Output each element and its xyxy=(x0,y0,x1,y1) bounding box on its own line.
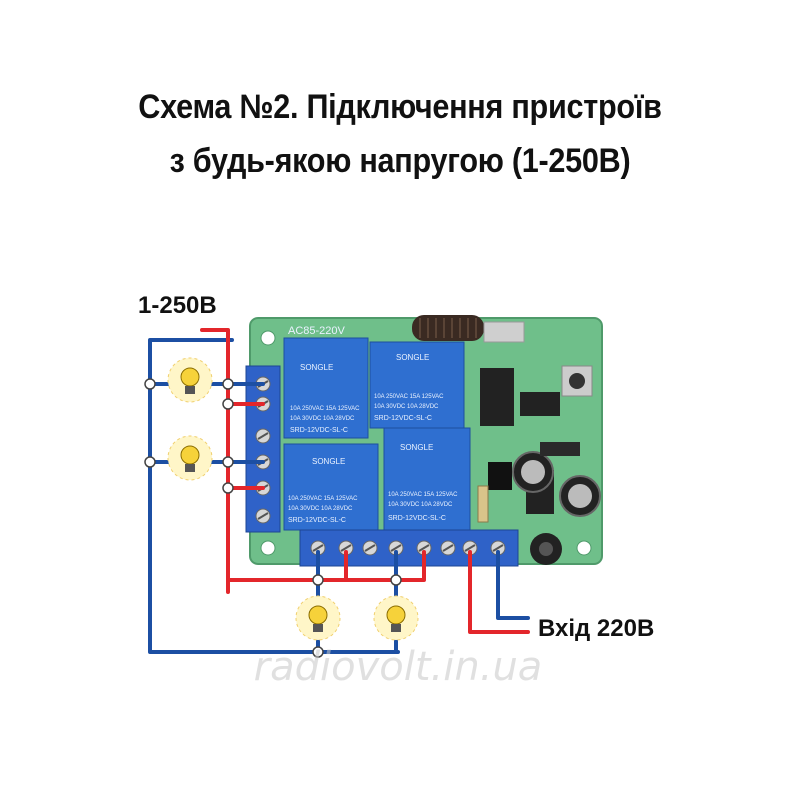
bottom-terminal-block xyxy=(299,529,519,567)
mount-hole xyxy=(260,330,276,346)
relay-rating: 10A 30VDC 10A 28VDC xyxy=(288,506,353,512)
screw-terminal-icon xyxy=(362,540,378,556)
relay-rating: 10A 250VAC 15A 125VAC xyxy=(388,492,458,498)
ic-chip xyxy=(520,392,560,416)
screw-terminal-icon xyxy=(416,540,432,556)
terminal-housing xyxy=(299,529,519,567)
screw-terminal-icon xyxy=(462,540,478,556)
screw-terminal-icon xyxy=(440,540,456,556)
junction-dot xyxy=(222,398,234,410)
relay-body xyxy=(283,337,369,439)
title-line-2: з будь-якою напругою (1-250В) xyxy=(169,142,631,180)
light-bulb-icon xyxy=(167,357,213,403)
relay-rating: 10A 250VAC 15A 125VAC xyxy=(288,496,358,502)
left-terminal-block xyxy=(245,365,281,533)
relay-model: SRD-12VDC-SL-C xyxy=(290,427,348,434)
capacitor-top xyxy=(521,460,545,484)
junctions xyxy=(144,378,402,658)
terminal-housing xyxy=(245,365,281,533)
junction-dot xyxy=(222,378,234,390)
relay-1: SONGLE 10A 250VAC 15A 125VAC 10A 30VDC 1… xyxy=(283,337,369,439)
screw-terminal-icon xyxy=(310,540,326,556)
lamps xyxy=(167,357,419,641)
relay-body xyxy=(369,341,465,429)
phase-wire xyxy=(344,550,426,582)
relay-model: SRD-12VDC-SL-C xyxy=(288,517,346,524)
screw-terminal-icon xyxy=(255,508,271,524)
resistor xyxy=(477,485,489,523)
ic-chip xyxy=(480,368,514,426)
relay-brand: SONGLE xyxy=(396,353,429,362)
component xyxy=(540,442,580,456)
antenna-coil-icon xyxy=(412,315,525,343)
relay-3: SONGLE 10A 250VAC 15A 125VAC 10A 30VDC 1… xyxy=(283,443,379,531)
mount-hole xyxy=(260,540,276,556)
learn-button-cap xyxy=(569,373,585,389)
junction-dot xyxy=(222,482,234,494)
relay-rating: 10A 30VDC 10A 28VDC xyxy=(374,404,439,410)
relay-brand: SONGLE xyxy=(300,363,333,372)
relay-model: SRD-12VDC-SL-C xyxy=(388,515,446,522)
watermark: radiovolt.in.ua xyxy=(254,644,543,690)
input-voltage-label: Вхід 220В xyxy=(538,615,654,642)
junction-dot xyxy=(222,456,234,468)
junction-dot xyxy=(312,574,324,586)
neutral-wire xyxy=(496,550,530,620)
relay-4: SONGLE 10A 250VAC 15A 125VAC 10A 30VDC 1… xyxy=(383,427,471,533)
board-silkscreen: AC85-220V xyxy=(288,325,346,337)
junction-dot xyxy=(144,378,156,390)
phase-wire xyxy=(468,550,530,634)
voltage-range-label: 1-250В xyxy=(138,292,217,319)
light-bulb-icon xyxy=(373,595,419,641)
screw-terminals xyxy=(255,376,506,556)
relay-board: AC85-220V SONGLE 10A 250VAC 15A 125VAC 1… xyxy=(245,315,603,567)
screw-terminal-icon xyxy=(255,428,271,444)
phase-wire xyxy=(200,328,230,594)
junction-dot xyxy=(390,574,402,586)
relay-brand: SONGLE xyxy=(312,457,345,466)
light-bulb-icon xyxy=(295,595,341,641)
inductor-core xyxy=(539,542,553,556)
screw-terminal-icon xyxy=(490,540,506,556)
light-bulb-icon xyxy=(167,435,213,481)
relay-brand: SONGLE xyxy=(400,443,433,452)
junction-dot xyxy=(144,456,156,468)
mount-hole xyxy=(576,540,592,556)
junction-dot xyxy=(312,646,324,658)
screw-terminal-icon xyxy=(338,540,354,556)
relay-rating: 10A 30VDC 10A 28VDC xyxy=(388,502,453,508)
component xyxy=(488,462,512,490)
capacitor-top xyxy=(568,484,592,508)
relay-2: SONGLE 10A 250VAC 15A 125VAC 10A 30VDC 1… xyxy=(369,341,465,429)
relay-rating: 10A 250VAC 15A 125VAC xyxy=(374,394,444,400)
title-line-1: Схема №2. Підключення пристроїв xyxy=(138,88,662,126)
relay-model: SRD-12VDC-SL-C xyxy=(374,415,432,422)
relay-rating: 10A 30VDC 10A 28VDC xyxy=(290,416,355,422)
relay-rating: 10A 250VAC 15A 125VAC xyxy=(290,406,360,412)
